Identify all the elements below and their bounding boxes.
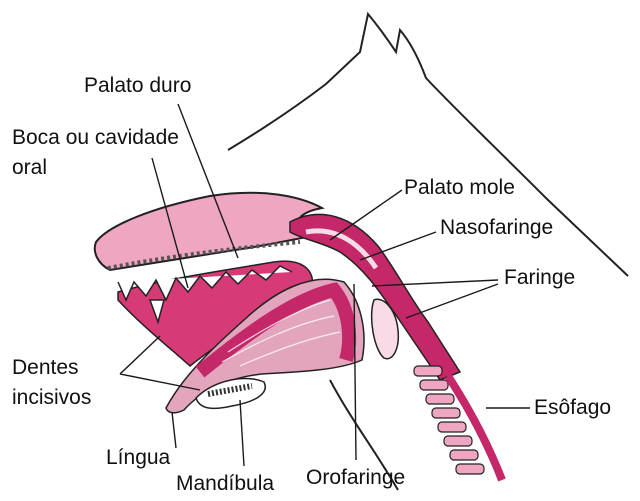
label-soft-palate: Palato mole — [404, 176, 515, 200]
label-oropharynx: Orofaringe — [306, 466, 405, 490]
label-tongue: Língua — [106, 446, 170, 470]
label-esophagus: Esôfago — [534, 396, 611, 420]
label-incisors-line2: incisivos — [12, 386, 91, 410]
label-incisors-line1: Dentes — [12, 356, 79, 380]
label-mouth-line2: oral — [12, 156, 47, 180]
label-hard-palate: Palato duro — [84, 74, 191, 98]
upper-snout — [95, 193, 322, 270]
label-mandible: Mandíbula — [176, 472, 274, 496]
label-pharynx: Faringe — [504, 266, 575, 290]
label-nasopharynx: Nasofaringe — [440, 216, 553, 240]
label-mouth-line1: Boca ou cavidade — [12, 126, 179, 150]
